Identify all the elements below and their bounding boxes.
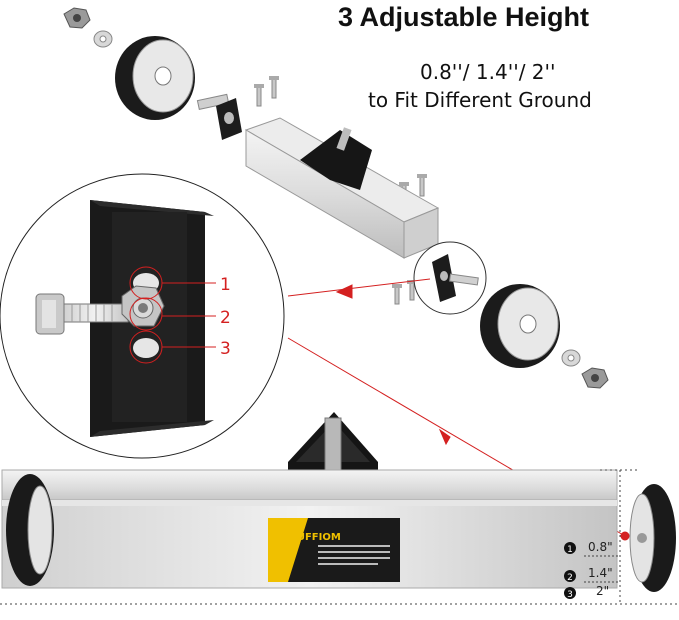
exploded-view bbox=[63, 7, 440, 305]
brand-text: TUFFIOM bbox=[290, 532, 341, 543]
hex-nut-icon bbox=[63, 7, 91, 29]
washer-right-icon bbox=[561, 349, 581, 367]
wheel-right-icon bbox=[480, 284, 560, 368]
hole-markers bbox=[129, 266, 216, 364]
height-marker-1-icon bbox=[564, 542, 576, 554]
hole-label-1: 1 bbox=[220, 275, 231, 295]
arrow-up-icon bbox=[438, 428, 451, 446]
headline-title: 3 Adjustable Height bbox=[338, 2, 590, 32]
hole-label-2: 2 bbox=[220, 308, 231, 328]
right-wheel-icon bbox=[629, 484, 676, 592]
bracket-zoom-circle bbox=[413, 241, 487, 315]
frame-bar-icon bbox=[244, 117, 440, 259]
height-scale: 1 0.8" 2 1.4" 3 2" bbox=[564, 540, 618, 600]
washer-icon bbox=[93, 30, 113, 48]
assembled-sweeper: TUFFIOM bbox=[0, 412, 679, 605]
axle-bracket-icon bbox=[196, 93, 242, 140]
left-wheel-icon bbox=[6, 474, 54, 586]
hole-label-3: 3 bbox=[220, 339, 231, 359]
pivot-dot-icon bbox=[620, 531, 630, 541]
brand-sticker: TUFFIOM bbox=[268, 518, 400, 582]
arrow-left-icon bbox=[335, 284, 353, 299]
svg-text:2: 2 bbox=[567, 573, 573, 583]
svg-text:1: 1 bbox=[567, 545, 573, 555]
svg-text:3: 3 bbox=[567, 590, 573, 600]
purpose-text: to Fit Different Ground bbox=[368, 88, 592, 112]
height-marker-2-icon bbox=[564, 570, 576, 582]
wheel-icon bbox=[115, 36, 195, 120]
height-options-text: 0.8''/ 1.4''/ 2'' bbox=[420, 60, 556, 84]
height-value-3: 2" bbox=[596, 584, 609, 598]
hex-nut-right-icon bbox=[581, 367, 609, 389]
nut-icon bbox=[121, 285, 165, 327]
height-marker-3-icon bbox=[564, 587, 576, 599]
height-value-2: 1.4" bbox=[588, 566, 613, 580]
bolt-icon bbox=[35, 293, 129, 335]
height-value-1: 0.8" bbox=[588, 540, 613, 554]
detail-circle: 1 2 3 bbox=[0, 173, 285, 459]
